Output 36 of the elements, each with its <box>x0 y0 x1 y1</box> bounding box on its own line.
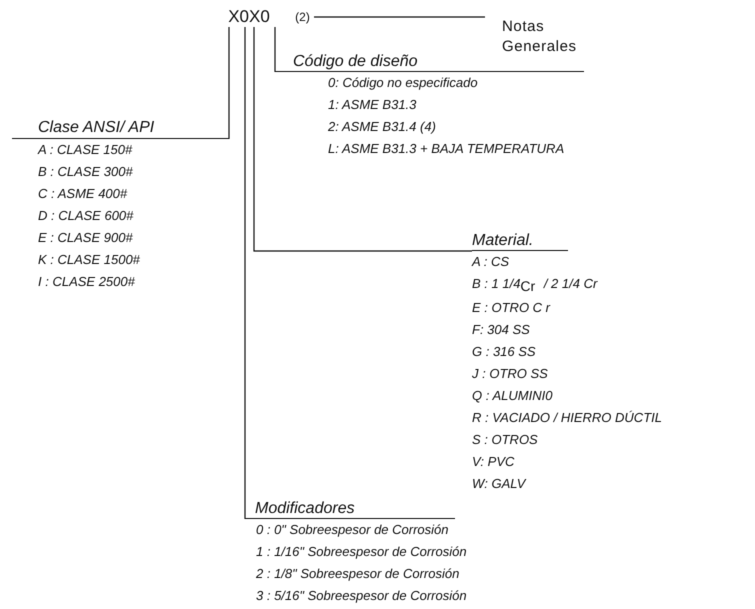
list-item: E : OTRO C r <box>472 299 550 317</box>
list-item: C : ASME 400# <box>37 185 128 203</box>
leader-line <box>228 27 230 139</box>
section-heading: Material. <box>472 232 568 251</box>
list-item: D : CLASE 600# <box>37 207 134 225</box>
leader-line <box>314 16 485 18</box>
list-item: S : OTROS <box>472 431 538 449</box>
list-item: 0: Código no especificado <box>327 74 478 92</box>
leader-line <box>244 27 246 519</box>
list-item: J : OTRO SS <box>472 365 548 383</box>
list-item: A : CS <box>472 253 510 271</box>
list-item: 2 : 1/8" Sobreespesor de Corrosión <box>255 565 460 583</box>
list-item: 2: ASME B31.4 (4) <box>327 118 436 136</box>
list-item: W: GALV <box>472 475 526 493</box>
list-item: G : 316 SS <box>472 343 536 361</box>
list-item: A : CLASE 150# <box>36 141 132 159</box>
code-label: X0X0 <box>220 7 278 27</box>
list-item: 3 : 5/16" Sobreespesor de Corrosión <box>255 587 467 605</box>
list-item: 0 : 0" Sobreespesor de Corrosión <box>255 521 448 539</box>
list-item: L: ASME B31.3 + BAJA TEMPERATURA <box>327 140 564 158</box>
list-item: E : CLASE 900# <box>37 229 133 247</box>
list-item: 1 : 1/16" Sobreespesor de Corrosión <box>255 543 467 561</box>
list-item: K : CLASE 1500# <box>37 251 140 269</box>
section-heading: Modificadores <box>245 500 455 519</box>
list-item: B : CLASE 300# <box>37 163 133 181</box>
section-heading: Clase ANSI/ API <box>12 118 229 139</box>
list-item: I : CLASE 2500# <box>37 273 135 291</box>
list-item: 1: ASME B31.3 <box>327 96 416 114</box>
list-item: V: PVC <box>472 453 514 471</box>
list-item: Q : ALUMINI0 <box>472 387 552 405</box>
section-heading: Código de diseño <box>275 52 584 72</box>
leader-line <box>253 27 472 252</box>
code-label: (2) <box>291 9 314 25</box>
leader-line <box>274 27 276 72</box>
list-item: F: 304 SS <box>472 321 530 339</box>
list-item: R : VACIADO / HIERRO DÚCTIL <box>472 409 662 427</box>
